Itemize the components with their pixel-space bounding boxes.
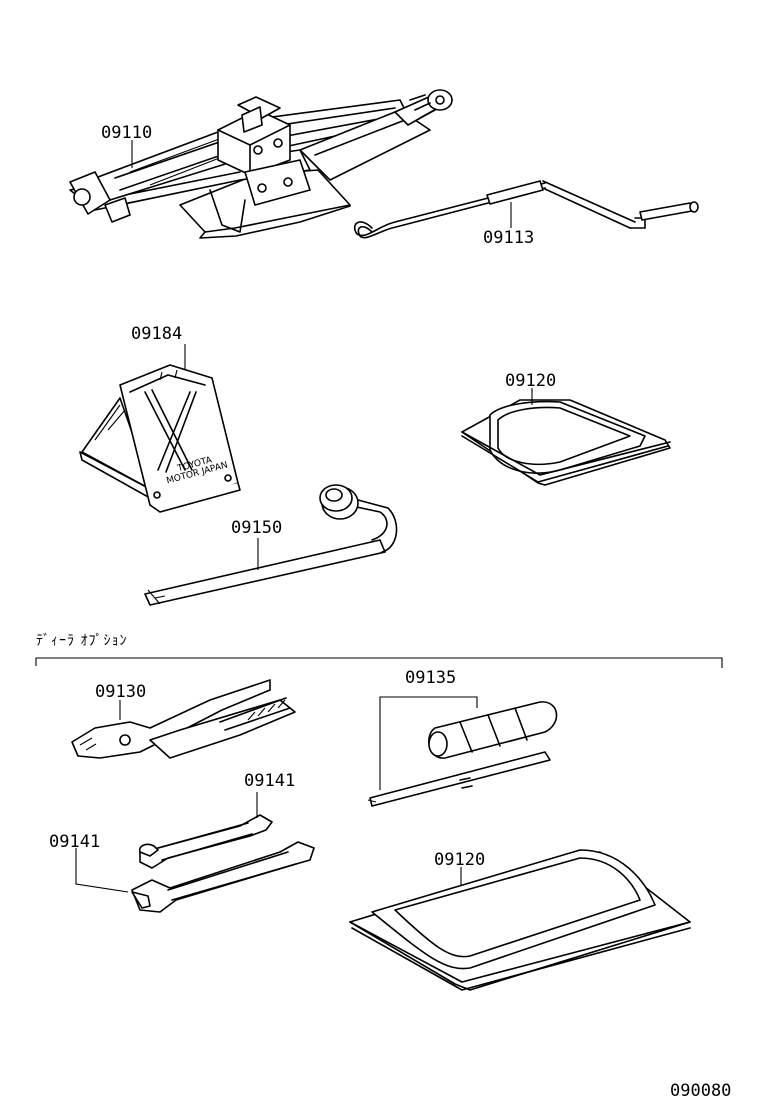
dealer-option-heading: ﾃﾞｨｰﾗ ｵﾌﾟｼｮﾝ	[36, 633, 128, 649]
wrench-upper-drawing	[138, 814, 273, 869]
figure-code: 090080	[670, 1081, 732, 1101]
jack-handle-drawing	[353, 180, 699, 239]
part-label-jack-handle: 09113	[483, 228, 535, 248]
section-bracket	[35, 657, 723, 668]
screwdriver-drawing	[367, 701, 558, 807]
wheel-wrench-drawing	[144, 484, 398, 606]
tool-bag-upper-drawing	[461, 399, 671, 486]
leader-09135	[379, 696, 478, 790]
leader-09141-lower	[75, 848, 129, 893]
part-label-pliers: 09130	[95, 682, 147, 702]
part-label-screwdriver: 09135	[405, 668, 457, 688]
pliers-drawing	[71, 679, 296, 759]
part-label-jack: 09110	[101, 123, 153, 143]
part-label-wrench-lower: 09141	[49, 832, 101, 852]
scissor-jack-drawing	[69, 89, 453, 239]
wheel-chock-drawing	[79, 364, 241, 513]
part-label-tool-bag-standard: 09120	[505, 371, 557, 391]
part-label-tool-bag-option: 09120	[434, 850, 486, 870]
part-label-wheel-chock: 09184	[131, 324, 183, 344]
part-label-wheel-wrench: 09150	[231, 518, 283, 538]
part-label-wrench-upper: 09141	[244, 771, 296, 791]
wrench-lower-drawing	[131, 841, 315, 913]
tool-bag-lower-drawing	[349, 849, 691, 991]
